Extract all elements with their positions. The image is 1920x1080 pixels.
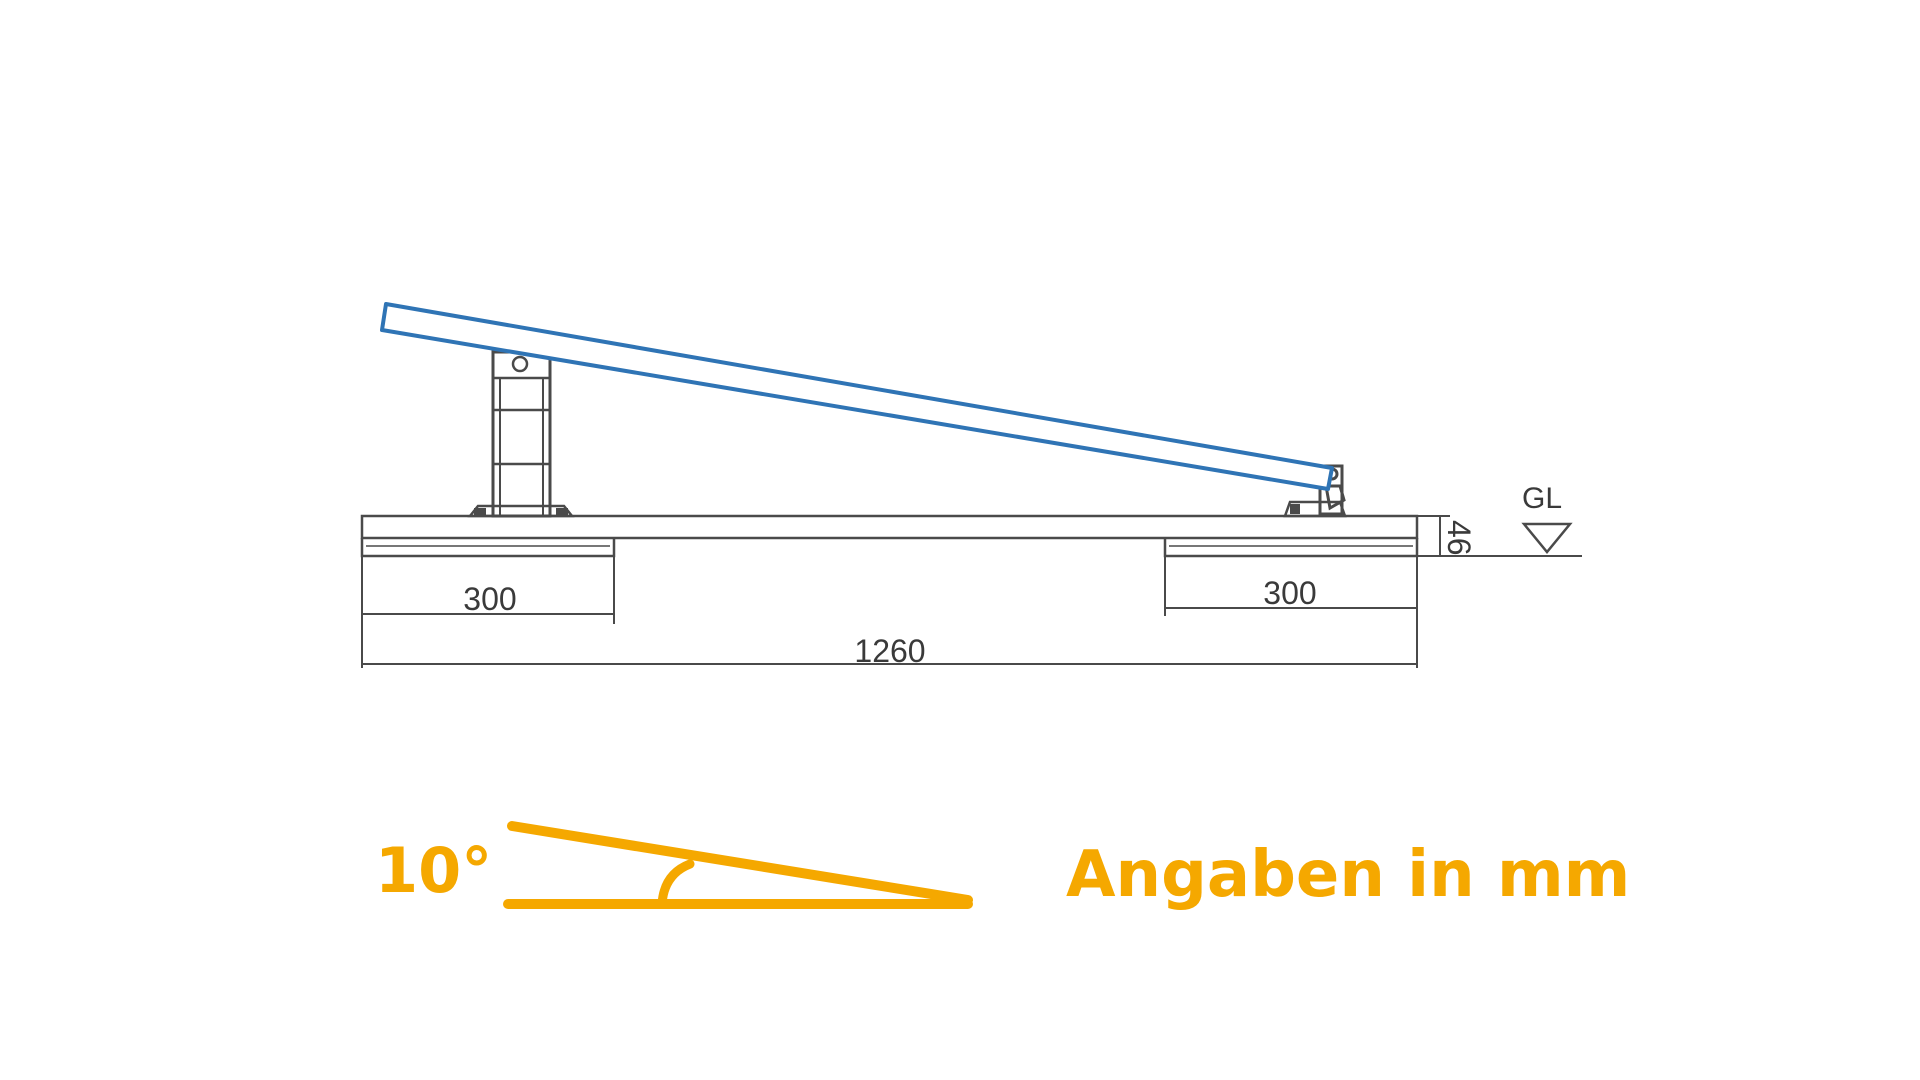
dimension-left-ballast: 300 <box>361 556 615 624</box>
tilt-angle-symbol: 10° <box>375 821 973 909</box>
right-ballast-block <box>1163 538 1419 558</box>
dim-right-300-label: 300 <box>1263 575 1316 611</box>
angle-tilted-line <box>507 821 973 905</box>
front-support-column <box>491 350 552 518</box>
front-support-foot-left-nut <box>474 508 486 516</box>
dimension-right-ballast: 300 <box>1164 556 1418 616</box>
base-tray <box>360 514 1419 558</box>
angle-arc <box>657 859 695 909</box>
base-plate <box>360 514 1419 540</box>
rear-support <box>1283 464 1347 518</box>
tilt-angle-label: 10° <box>375 834 492 907</box>
dim-1260-label: 1260 <box>854 633 925 669</box>
units-note: Angaben in mm <box>1066 838 1630 912</box>
ground-level-marker: GL <box>1450 482 1582 557</box>
rear-support-clamp <box>1324 484 1346 511</box>
dimension-total-length: 1260 <box>361 616 1418 669</box>
solar-panel-body <box>380 302 1334 491</box>
rear-support-nut <box>1290 504 1300 514</box>
left-ballast-block <box>360 538 616 558</box>
front-support <box>467 350 575 518</box>
dim-46-label: 46 <box>1441 520 1477 556</box>
ground-level-label: GL <box>1522 482 1562 515</box>
front-support-foot-right-nut <box>556 508 568 516</box>
ground-level-triangle-icon <box>1521 522 1573 554</box>
dimension-base-height: 46 <box>1417 515 1477 557</box>
front-support-bolt <box>511 355 529 373</box>
dim-left-300-label: 300 <box>463 581 516 617</box>
solar-panel <box>380 302 1334 491</box>
